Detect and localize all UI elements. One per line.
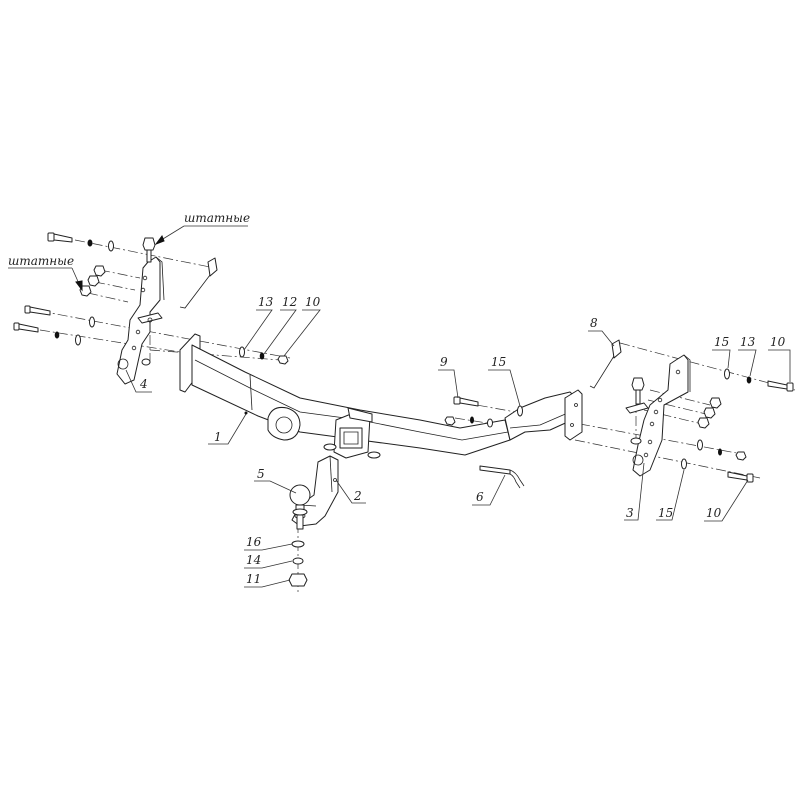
washer-left-upper [108, 240, 114, 252]
callout-13-left: 12 [282, 295, 297, 309]
crossbar-beam [179, 333, 583, 459]
left-bracket [116, 256, 165, 385]
callout-1: 1 [214, 430, 222, 444]
callout-4: 4 [139, 377, 148, 391]
bolt-left-lower-2 [13, 322, 39, 333]
washer-left-lower-1 [89, 316, 95, 328]
nut-left [277, 355, 289, 365]
stock-nuts-left [79, 265, 106, 297]
nut-right-mid [735, 451, 747, 461]
note-stock-upper: штатные [184, 211, 250, 225]
bolt-right-upper [767, 380, 794, 392]
leader-lines [8, 225, 791, 588]
lock-washer-left-lower [54, 331, 60, 339]
callout-2: 2 [353, 489, 362, 503]
callout-16: 16 [246, 535, 262, 549]
stock-bolt-top [142, 237, 156, 263]
wire-clip-right [589, 339, 622, 389]
callout-8: 8 [590, 316, 598, 330]
lock-washer-right [746, 376, 752, 384]
callout-6: 6 [476, 490, 484, 504]
lock-washer-left-upper [87, 239, 93, 247]
wire-clip-left [179, 257, 218, 309]
stock-washer-right [630, 437, 642, 445]
ball-flat-washer [291, 540, 305, 548]
callout-10-upper: 10 [770, 335, 786, 349]
bolt-left-upper [47, 232, 73, 243]
flat-washer-right-lower [681, 458, 687, 470]
washer-right-mid [697, 439, 703, 451]
callout-5: 5 [257, 467, 265, 481]
washer-center-2 [487, 418, 493, 428]
washer-left-lower-2 [75, 334, 81, 346]
bolt-center [453, 396, 479, 407]
tow-ball [289, 484, 311, 530]
lock-washer-center [470, 416, 474, 424]
callout-15-center: 15 [491, 355, 506, 369]
callout-15-left: 13 [258, 295, 274, 309]
flat-washer-center [517, 405, 523, 417]
ball-nut [288, 573, 308, 587]
bolt-right-lower [727, 471, 754, 483]
callout-3: 3 [626, 506, 634, 520]
nut-center [444, 416, 456, 426]
callout-15-right-upper: 15 [714, 335, 729, 349]
bolt-left-lower-1 [24, 305, 51, 316]
callout-9: 9 [440, 355, 448, 369]
callout-labels: штатные штатные 4 13 12 10 1 5 2 16 14 1… [8, 211, 786, 586]
ball-lock-washer [292, 557, 304, 565]
lock-washer-right-mid [718, 448, 722, 456]
stock-nuts-right [697, 397, 722, 429]
stock-bolt-right [631, 377, 645, 405]
flat-washer-left [239, 346, 245, 358]
callout-13-right: 13 [740, 335, 756, 349]
lock-washer-left [259, 352, 265, 360]
right-bracket [625, 354, 691, 477]
flat-washer-right-upper [724, 368, 730, 380]
callout-10-lower: 10 [706, 506, 722, 520]
note-stock-left: штатные [8, 254, 74, 268]
callout-14: 14 [246, 553, 261, 567]
callout-11: 10 [305, 295, 321, 309]
callout-12: 11 [246, 572, 261, 586]
callout-15-right-lower: 15 [658, 506, 673, 520]
hitch-pin [479, 465, 525, 489]
